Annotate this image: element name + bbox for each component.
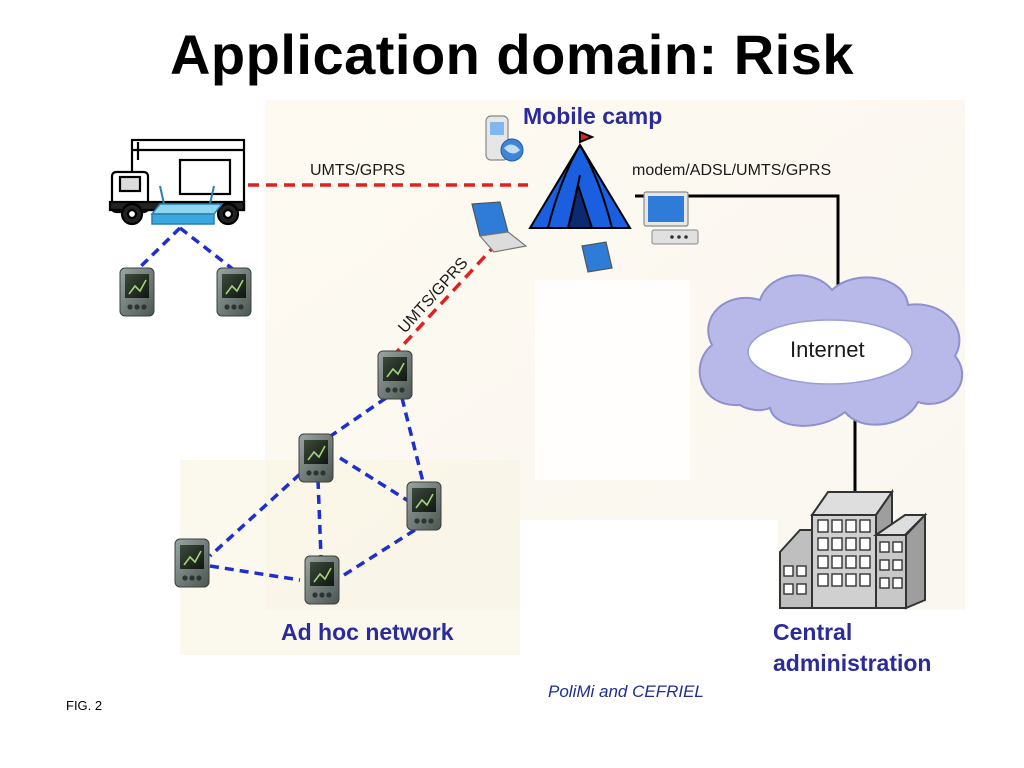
cloud-icon [698,274,964,427]
laptop-icon [581,241,613,273]
pda-icon [216,267,252,317]
internet-label: Internet [790,337,865,362]
adhoc-network-label: Ad hoc network [281,619,454,645]
truck-icon [108,138,246,226]
link-label-modem: modem/ADSL/UMTS/GPRS [632,162,831,179]
credit-text: PoliMi and CEFRIEL [548,682,704,701]
pda-icon [377,350,413,400]
laptop-icon [471,201,528,253]
pda-icon [298,433,334,483]
tent-icon [528,130,632,229]
pda-icon [174,538,210,588]
phone-icon [485,115,524,162]
cellular-links [248,183,528,359]
central-admin-label-line1: Central [773,619,853,645]
wireless-links [135,226,426,582]
desktop-icon [643,191,699,245]
figure-label: FIG. 2 [66,698,103,713]
building-icon [779,488,928,610]
mobile-camp-label: Mobile camp [523,103,663,129]
access-point-icon [150,185,224,225]
page-title: Application domain: Risk [169,23,855,86]
pda-icon [119,267,155,317]
pda-icon [304,555,340,605]
pda-icon [406,481,442,531]
link-label-truck: UMTS/GPRS [310,162,405,179]
central-admin-label-line2: administration [773,650,932,676]
